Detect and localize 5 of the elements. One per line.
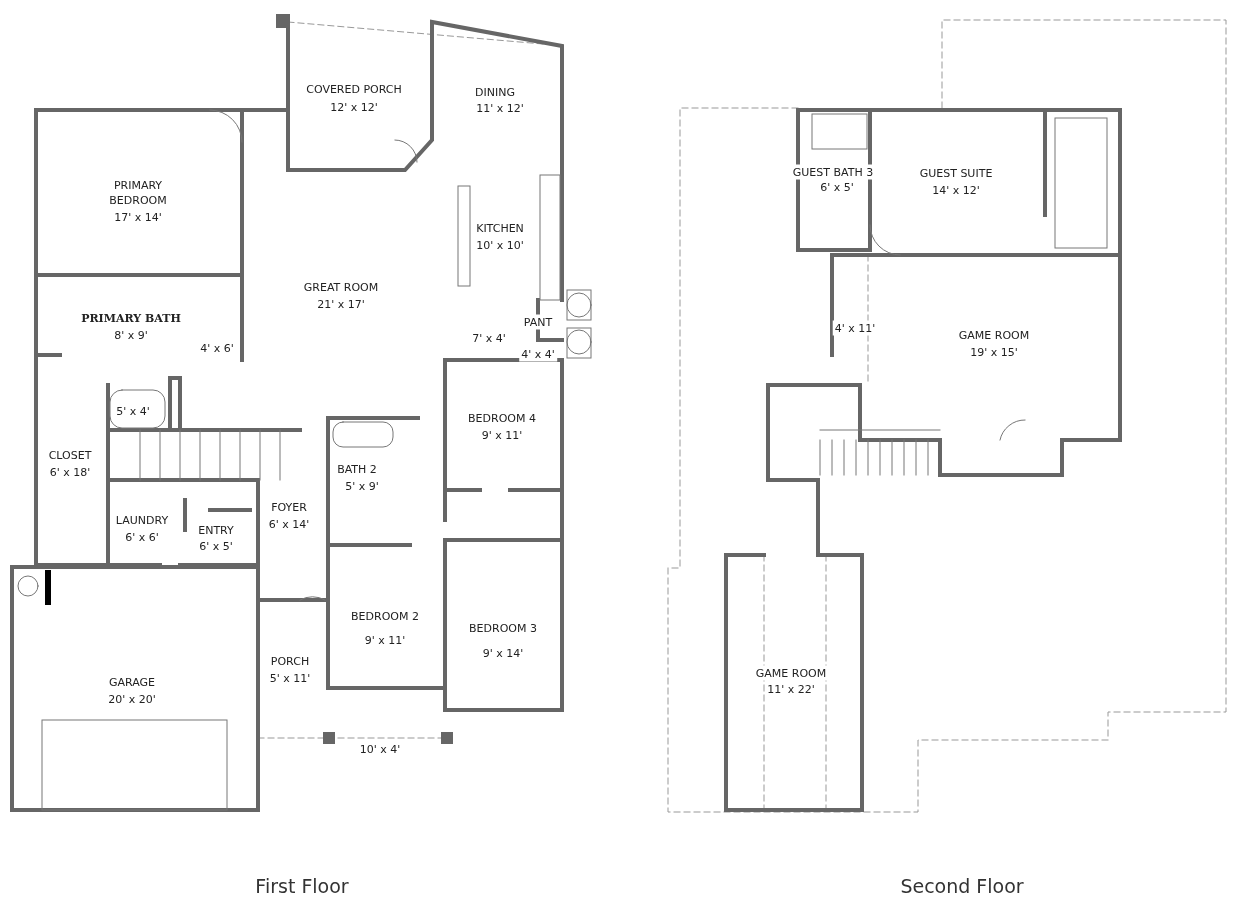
- room-dimension: 4' x 11': [832, 320, 878, 336]
- room-name: GAME ROOM: [753, 665, 829, 681]
- room-name: PANT: [521, 314, 555, 330]
- room-name: GUEST BATH 3: [790, 164, 876, 180]
- floor-caption: Second Floor: [898, 878, 1026, 894]
